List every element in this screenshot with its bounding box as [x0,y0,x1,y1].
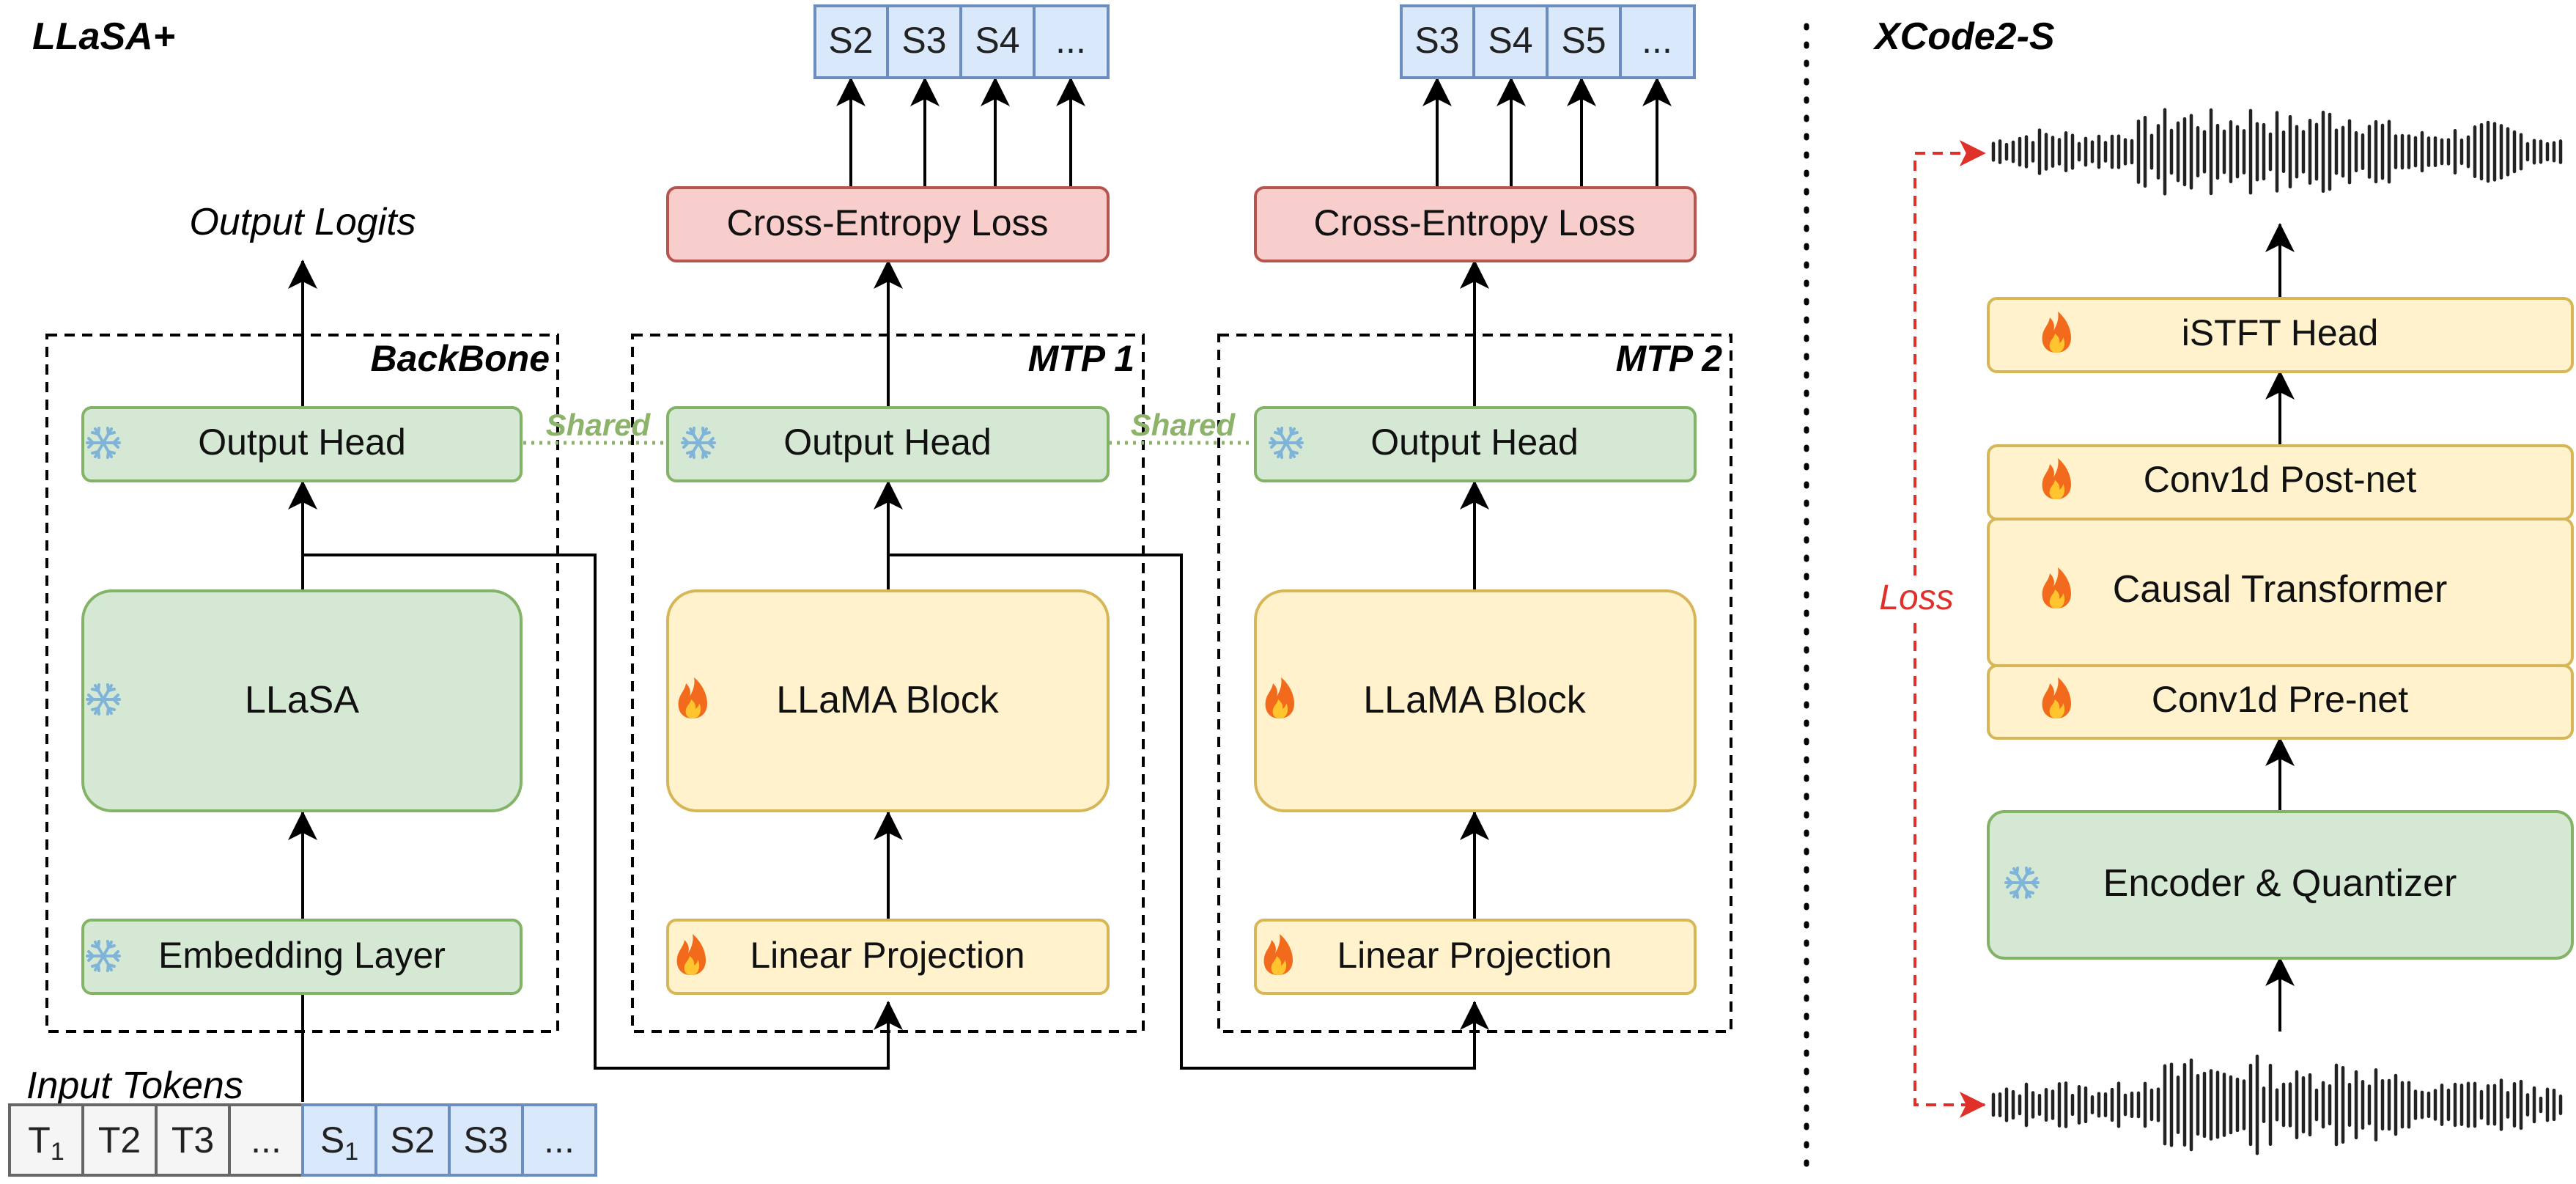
connector-lines [288,260,1489,1102]
mtp1-output-head-box [666,406,1110,482]
mtp1-projection-box [666,919,1110,995]
mtp1-projection-label: Linear Projection [750,935,1025,976]
token-label: ... [1055,20,1086,61]
mtp2-block-label: LLaMA Block [1363,679,1586,721]
mtp1-block-label: LLaMA Block [776,679,999,721]
token-label: S3 [901,20,946,61]
token-cell [959,4,1036,79]
loss-arrow-bottom [1913,623,1986,1118]
loss-label: Loss [1879,578,1953,617]
shared-label-1: Shared [546,408,652,442]
mtp2-output-head-box [1254,406,1697,482]
loss-arrow-top [1913,140,1986,576]
mtp2-title: MTP 2 [1616,338,1723,379]
token-label: S3 [1414,20,1459,61]
token-label: ... [544,1119,575,1161]
mtp1-targets: S2 S3 S4 ... [813,4,1110,79]
mtp2-projection-box [1254,919,1697,995]
output-logits-label: Output Logits [189,201,416,243]
input-tokens-label: Input Tokens [26,1065,243,1107]
istft-head-label: iSTFT Head [2182,312,2379,353]
mtp1-loss-box [666,186,1110,262]
token-cell [1472,4,1549,79]
mtp1-title: MTP 1 [1028,338,1134,379]
mtp1-output-head-label: Output Head [783,422,992,463]
token-label: ... [1642,20,1672,61]
causal-transformer-label: Causal Transformer [2113,568,2448,611]
mtp2-block-box [1254,589,1697,812]
token-cell [1033,4,1110,79]
mtp1-to-mtp2-connector [888,554,1489,1070]
token-label: S5 [1561,20,1606,61]
mtp2-loss-box [1254,186,1697,262]
token-label: T3 [171,1119,214,1161]
mtp2-projection-label: Linear Projection [1337,935,1612,976]
backbone-output-head-box [81,406,523,482]
token-cell [1400,4,1475,79]
token-label: ... [251,1119,281,1161]
token-cell [521,1103,597,1177]
waveform-top [1991,108,2563,196]
token-label: S4 [1488,20,1532,61]
token-label: S1 [320,1119,358,1166]
backbone-title: BackBone [370,338,550,379]
token-label: S2 [390,1119,435,1161]
token-label: T2 [98,1119,141,1161]
shared-label-2: Shared [1131,408,1236,442]
waveform-bottom [1991,1054,2563,1155]
xcode-title: XCode2-S [1872,15,2055,58]
encoder-quantizer-box [1987,810,2574,960]
token-cell [374,1103,451,1177]
input-token-strip: T1 T2 T3 ... S1 S2 S3 ... [8,1103,597,1177]
embedding-layer-label: Embedding Layer [158,935,446,976]
encoder-quantizer-label: Encoder & Quantizer [2103,862,2457,905]
llasa-core-label: LLaSA [245,679,359,721]
mtp1-block-box [666,589,1110,812]
mtp2-output-head-label: Output Head [1370,422,1579,463]
token-label: S3 [463,1119,508,1161]
mtp2-loss-label: Cross-Entropy Loss [1313,202,1635,243]
mtp2-targets: S3 S4 S5 ... [1400,4,1696,79]
mtp1-loss-label: Cross-Entropy Loss [726,202,1048,243]
istft-head-box [1987,297,2574,373]
backbone-output-head-label: Output Head [198,422,406,463]
prenet-label: Conv1d Pre-net [2152,679,2408,720]
token-label: T1 [28,1119,64,1166]
prenet-box [1987,664,2574,740]
token-cell [448,1103,524,1177]
token-cell [1546,4,1622,79]
token-label: S4 [975,20,1019,61]
token-cell [1619,4,1696,79]
llasa-title: LLaSA+ [32,15,175,58]
llasa-core-box [81,589,523,812]
embedding-layer-box [81,919,523,995]
loss-to-target-arrows [836,77,1672,188]
token-cell [8,1103,84,1177]
backbone-to-mtp1-connector [303,554,903,1070]
token-label: S2 [828,20,873,61]
token-cell [301,1103,377,1177]
postnet-label: Conv1d Post-net [2144,459,2417,500]
